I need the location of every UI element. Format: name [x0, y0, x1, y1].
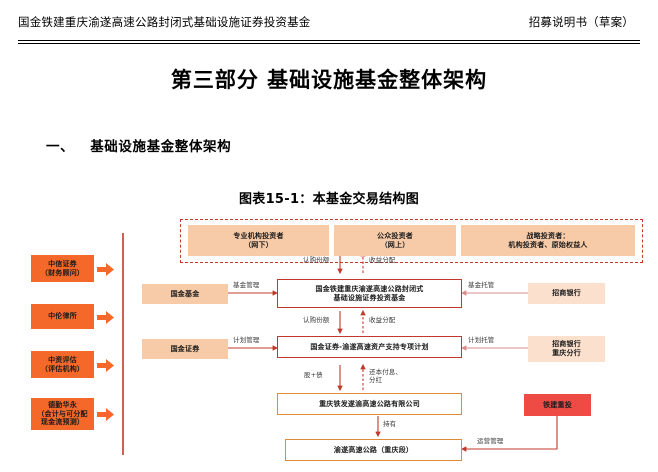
section-title: 基础设施基金整体架构 [90, 139, 232, 155]
edge-label-distribute-fund: 收益分配 [369, 256, 396, 264]
section-number: 一、 [46, 139, 75, 155]
investor-group-frame [180, 219, 643, 263]
entity-box-underlying-asset[interactable]: 渝遂高速公路（重庆段） [285, 439, 462, 461]
edge-label-fund-custody: 基金托管 [468, 281, 495, 289]
edge-label-repay-dividend: 还本付息、 分红 [369, 368, 402, 385]
entity-box-project-company[interactable]: 重庆铁发遂渝高速公路有限公司 [277, 393, 462, 415]
edge-label-subscribe-fund: 认购份额 [303, 256, 330, 264]
edge-label-subscribe-plan: 认购份额 [303, 316, 330, 324]
advisor-box-accounting[interactable]: 德勤华永 （会计与可分配 现金流预测） [31, 398, 94, 430]
entity-box-sponsor[interactable]: 铁建重投 [524, 394, 591, 416]
investor-box-strategic[interactable]: 战略投资者： 机构投资者、原始权益人 [461, 225, 635, 256]
manager-box-plan-manager[interactable]: 国金证券 [142, 339, 228, 359]
edge-label-hold: 持有 [383, 420, 397, 428]
section-heading: 一、基础设施基金整体架构 [46, 135, 231, 155]
header-document-type: 招募说明书（草案） [528, 15, 634, 29]
header-document-title: 国金铁建重庆渝遂高速公路封闭式基础设施证券投资基金 [18, 15, 311, 29]
advisor-box-valuation[interactable]: 中资评估 （评估机构） [31, 351, 94, 378]
investor-box-professional[interactable]: 专业机构投资者 （网下） [188, 225, 329, 256]
edge-label-distribute-plan: 收益分配 [369, 316, 396, 324]
header-divider-rule [18, 40, 640, 44]
entity-box-abs-plan[interactable]: 国金证券-渝遂高速资产支持专项计划 [277, 336, 462, 358]
edge-label-fund-management: 基金管理 [233, 281, 260, 289]
transaction-structure-diagram: 专业机构投资者 （网下） 公众投资者 （网上） 战略投资者： 机构投资者、原始权… [0, 205, 658, 472]
entity-box-main-fund[interactable]: 国金铁建重庆渝遂高速公路封闭式 基础设施证券投资基金 [277, 279, 462, 308]
edge-label-plan-custody: 计划托管 [468, 336, 495, 344]
edge-label-plan-management: 计划管理 [233, 336, 260, 344]
edge-label-operation-management: 运营管理 [477, 437, 504, 445]
running-header: 国金铁建重庆渝遂高速公路封闭式基础设施证券投资基金 招募说明书（草案） [18, 14, 640, 36]
advisor-box-law-firm[interactable]: 中伦律所 [31, 304, 94, 329]
figure-caption: 图表15-1：本基金交易结构图 [238, 192, 420, 207]
custodian-box-plan-custodian[interactable]: 招商银行 重庆分行 [528, 336, 605, 362]
investor-box-public[interactable]: 公众投资者 （网上） [334, 225, 456, 256]
manager-box-fund-manager[interactable]: 国金基金 [142, 284, 228, 304]
advisor-box-financial-advisor[interactable]: 中信证券 （财务顾问） [31, 255, 94, 282]
diagram-connectors [97, 233, 558, 455]
edge-label-equity-debt: 股+债 [304, 371, 323, 379]
page-title: 第三部分 基础设施基金整体架构 [170, 67, 488, 92]
custodian-box-fund-custodian[interactable]: 招商银行 [528, 283, 605, 304]
